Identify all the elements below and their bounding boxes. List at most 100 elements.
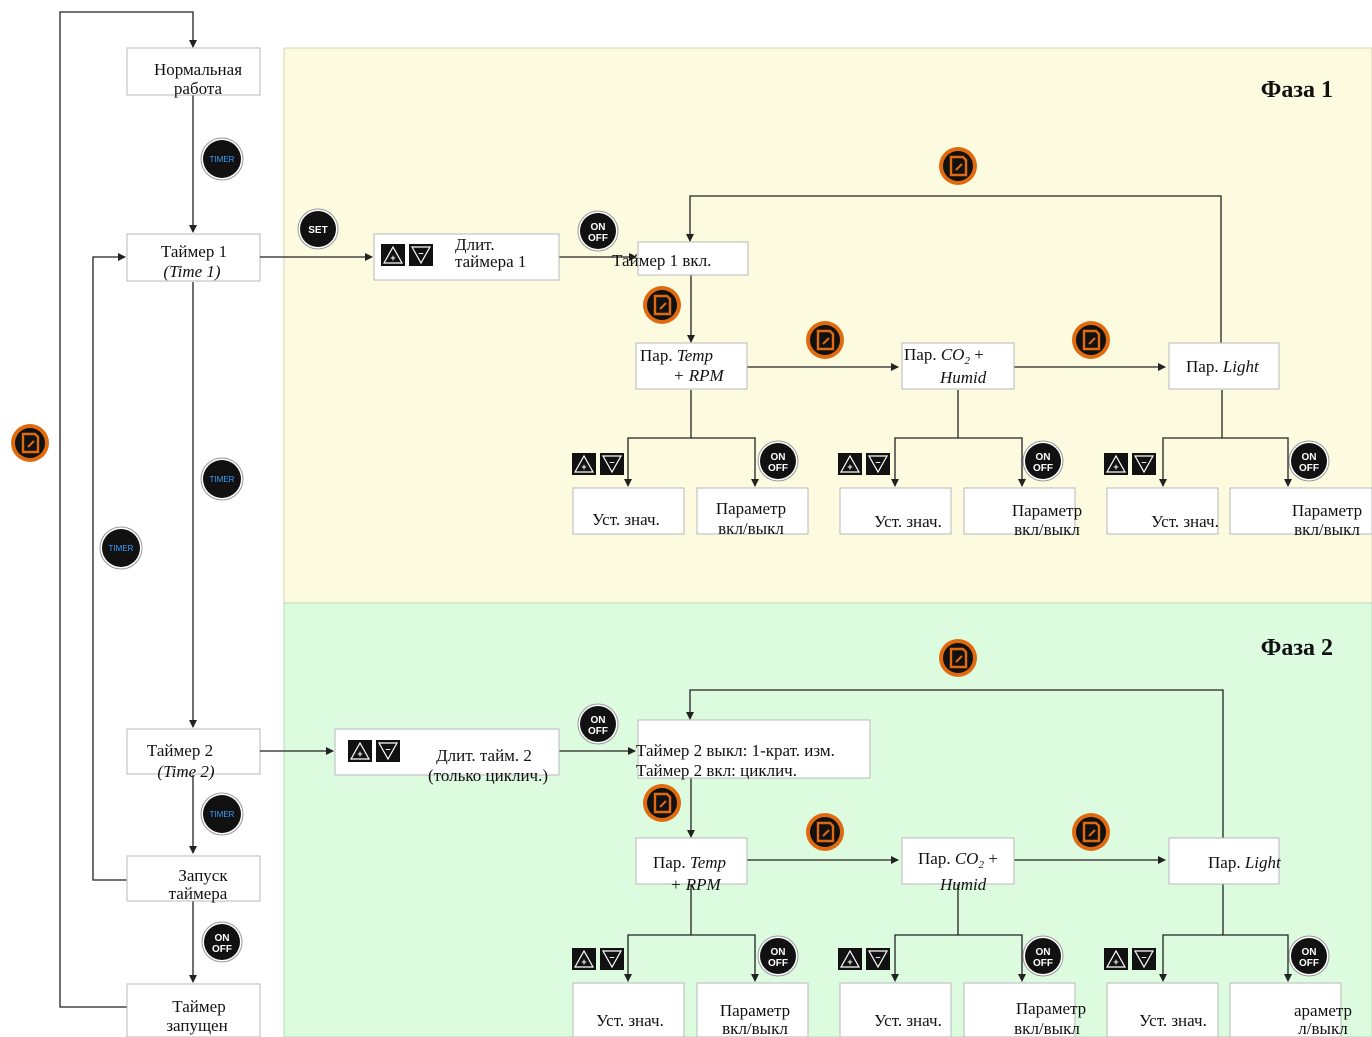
phase2-temp-set-box[interactable] (572, 982, 685, 1037)
phase1-temp-set-box[interactable] (572, 487, 685, 535)
up-arrow-icon[interactable]: + (572, 948, 596, 970)
phase1-co2-set-box[interactable] (839, 487, 952, 535)
phase2-temp-box[interactable] (635, 837, 748, 885)
up-down-arrows[interactable]: +– (1104, 948, 1156, 970)
timer-running-box[interactable] (126, 983, 261, 1037)
phase2-light-set-box[interactable] (1106, 982, 1219, 1037)
normal-mode-label-2: работа (174, 79, 223, 98)
plus-label: + (357, 749, 362, 759)
up-down-arrows[interactable]: +– (1104, 453, 1156, 475)
timer2-label-1: Таймер 2 (147, 741, 213, 760)
page-icon[interactable] (806, 321, 844, 359)
page-icon[interactable] (939, 639, 977, 677)
set-button-icon[interactable]: SET (297, 208, 339, 250)
page-icon[interactable] (806, 813, 844, 851)
up-down-arrows[interactable]: +– (572, 453, 624, 475)
phase1-timer-on-label: Таймер 1 вкл. (612, 251, 711, 270)
timer1-label-1: Таймер 1 (161, 242, 227, 261)
down-arrow-icon[interactable]: – (866, 453, 890, 475)
off-label: OFF (588, 726, 608, 737)
phase2-co2-toggle-box[interactable] (963, 982, 1076, 1037)
phase1-temp-box[interactable] (635, 342, 748, 390)
phase2-duration-box[interactable] (334, 728, 560, 776)
phase2-light-toggle-label-2: л/выкл (1298, 1019, 1348, 1037)
timer-button-icon[interactable]: TIMER (200, 137, 244, 181)
plus-label: + (1113, 462, 1118, 472)
timer-button-label: TIMER (210, 155, 235, 164)
phase2-temp-toggle-box[interactable] (696, 982, 809, 1037)
minus-label: – (385, 744, 390, 754)
phase2-light-box[interactable] (1168, 837, 1280, 885)
phase1-light-toggle-box[interactable] (1229, 487, 1372, 535)
up-arrow-icon[interactable]: + (838, 948, 862, 970)
phase2-co2-box[interactable] (901, 837, 1015, 885)
timer-button-icon[interactable]: TIMER (200, 792, 244, 836)
page-icon[interactable] (11, 424, 49, 462)
icons-layer: TIMERTIMERTIMERTIMERONOFFSET+–ONOFF+–ONO… (11, 137, 1330, 977)
on-label: ON (591, 222, 606, 233)
phase1-light-set-box[interactable] (1106, 487, 1219, 535)
minus-label: – (609, 457, 614, 467)
phase2-timer-state-box[interactable] (637, 719, 871, 779)
phase2-lines (260, 689, 1292, 982)
timer-start-box[interactable] (126, 855, 261, 902)
up-arrow-icon[interactable]: + (348, 740, 372, 762)
down-arrow-icon[interactable]: – (376, 740, 400, 762)
page-icon[interactable] (1072, 321, 1110, 359)
phase2-temp-toggle-label-1: Параметр (720, 1001, 790, 1020)
off-label: OFF (1033, 958, 1053, 969)
timer1-box[interactable] (126, 233, 261, 282)
up-down-arrows[interactable]: +– (572, 948, 624, 970)
page-icon[interactable] (939, 147, 977, 185)
phase1-co2-toggle-label-1: Параметр (1012, 501, 1082, 520)
phase2-light-toggle-box[interactable] (1229, 982, 1342, 1037)
phase1-timer-on-box[interactable] (637, 241, 749, 276)
down-arrow-icon[interactable]: – (1132, 948, 1156, 970)
down-arrow-icon[interactable]: – (600, 948, 624, 970)
minus-label: – (875, 457, 880, 467)
up-arrow-icon[interactable]: + (381, 244, 405, 266)
phase2-duration-label-2: (только циклич.) (428, 766, 548, 785)
phase1-bottom-row: Уст. знач. Параметр вкл/выкл Уст. знач. … (572, 487, 1372, 539)
plus-label: + (390, 253, 395, 263)
phase1-co2-box[interactable] (901, 342, 1015, 390)
phase1-co2-toggle-box[interactable] (963, 487, 1076, 535)
down-arrow-icon[interactable]: – (1132, 453, 1156, 475)
up-arrow-icon[interactable]: + (1104, 948, 1128, 970)
up-arrow-icon[interactable]: + (1104, 453, 1128, 475)
up-arrow-icon[interactable]: + (838, 453, 862, 475)
phase1-temp-toggle-box[interactable] (696, 487, 809, 535)
normal-mode-box[interactable] (126, 47, 261, 96)
down-arrow-icon[interactable]: – (600, 453, 624, 475)
phase2-light-set-label: Уст. знач. (1139, 1011, 1207, 1030)
down-arrow-icon[interactable]: – (409, 244, 433, 266)
timer-button-icon[interactable]: TIMER (99, 526, 143, 570)
phase1-temp-label-1: Пар. Temp (640, 346, 713, 365)
timer2-box[interactable] (126, 728, 261, 775)
up-down-arrows[interactable]: +– (381, 244, 433, 266)
page-icon[interactable] (643, 784, 681, 822)
timer-button-icon[interactable]: TIMER (200, 457, 244, 501)
up-arrow-icon[interactable]: + (572, 453, 596, 475)
up-down-arrows[interactable]: +– (838, 948, 890, 970)
phase2-co2-set-box[interactable] (839, 982, 952, 1037)
down-arrow-icon[interactable]: – (866, 948, 890, 970)
phase1-light-box[interactable] (1168, 342, 1280, 390)
phase2-temp-label-1: Пар. Temp (653, 853, 726, 872)
page-icon[interactable] (643, 286, 681, 324)
on-label: ON (1302, 947, 1317, 958)
page-icon[interactable] (1072, 813, 1110, 851)
up-down-arrows[interactable]: +– (838, 453, 890, 475)
phase1-light-label: Пар. Light (1186, 357, 1260, 376)
up-down-arrows[interactable]: +– (348, 740, 400, 762)
